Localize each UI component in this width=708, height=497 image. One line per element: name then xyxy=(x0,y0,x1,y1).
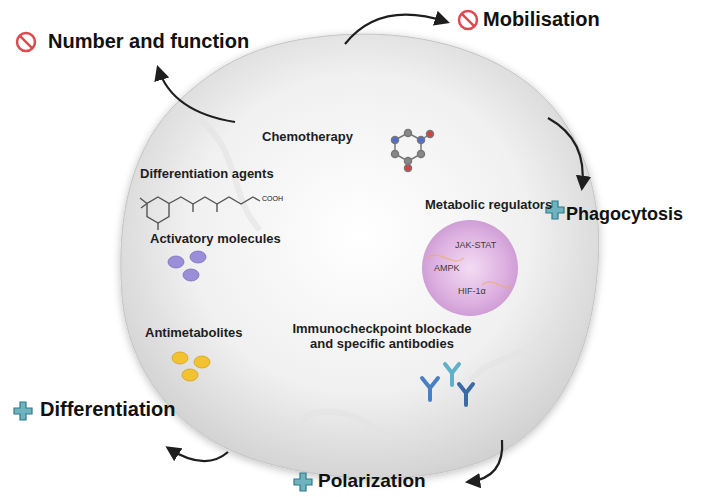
antibody-icons xyxy=(422,364,473,405)
agent-label: Immunocheckpoint blockade and specific a… xyxy=(282,322,482,352)
agent-label: Chemotherapy xyxy=(262,130,353,145)
pathway-label: JAK-STAT xyxy=(455,240,496,250)
cell-shape: ChemotherapyDifferentiation agentsMetabo… xyxy=(118,30,603,485)
effect-arrows xyxy=(158,15,583,482)
effect-label: Phagocytosis xyxy=(566,204,683,225)
chemical-group: COOH xyxy=(262,195,283,203)
pathway-label: AMPK xyxy=(434,263,460,273)
effect-label: Polarization xyxy=(318,470,426,492)
cell-outline xyxy=(121,34,599,478)
agent-label: Differentiation agents xyxy=(140,167,274,182)
pathway-label: HIF-1α xyxy=(458,286,486,296)
plus-icon xyxy=(14,201,564,491)
nucleus-fill xyxy=(422,220,518,316)
retinoid-structure xyxy=(140,197,260,230)
effect-label: Number and function xyxy=(48,30,249,53)
antimetabolite-dots xyxy=(172,352,210,381)
effect-label: Mobilisation xyxy=(483,8,600,31)
nucleus-circle: JAK-STAT AMPK HIF-1α xyxy=(422,220,518,316)
effect-label: Differentiation xyxy=(40,398,176,421)
molecule-icon xyxy=(392,130,434,172)
agent-label: Antimetabolites xyxy=(145,326,243,341)
agent-label: Metabolic regulators xyxy=(425,198,552,213)
agent-label: Activatory molecules xyxy=(150,232,281,247)
activatory-dots xyxy=(168,251,206,281)
